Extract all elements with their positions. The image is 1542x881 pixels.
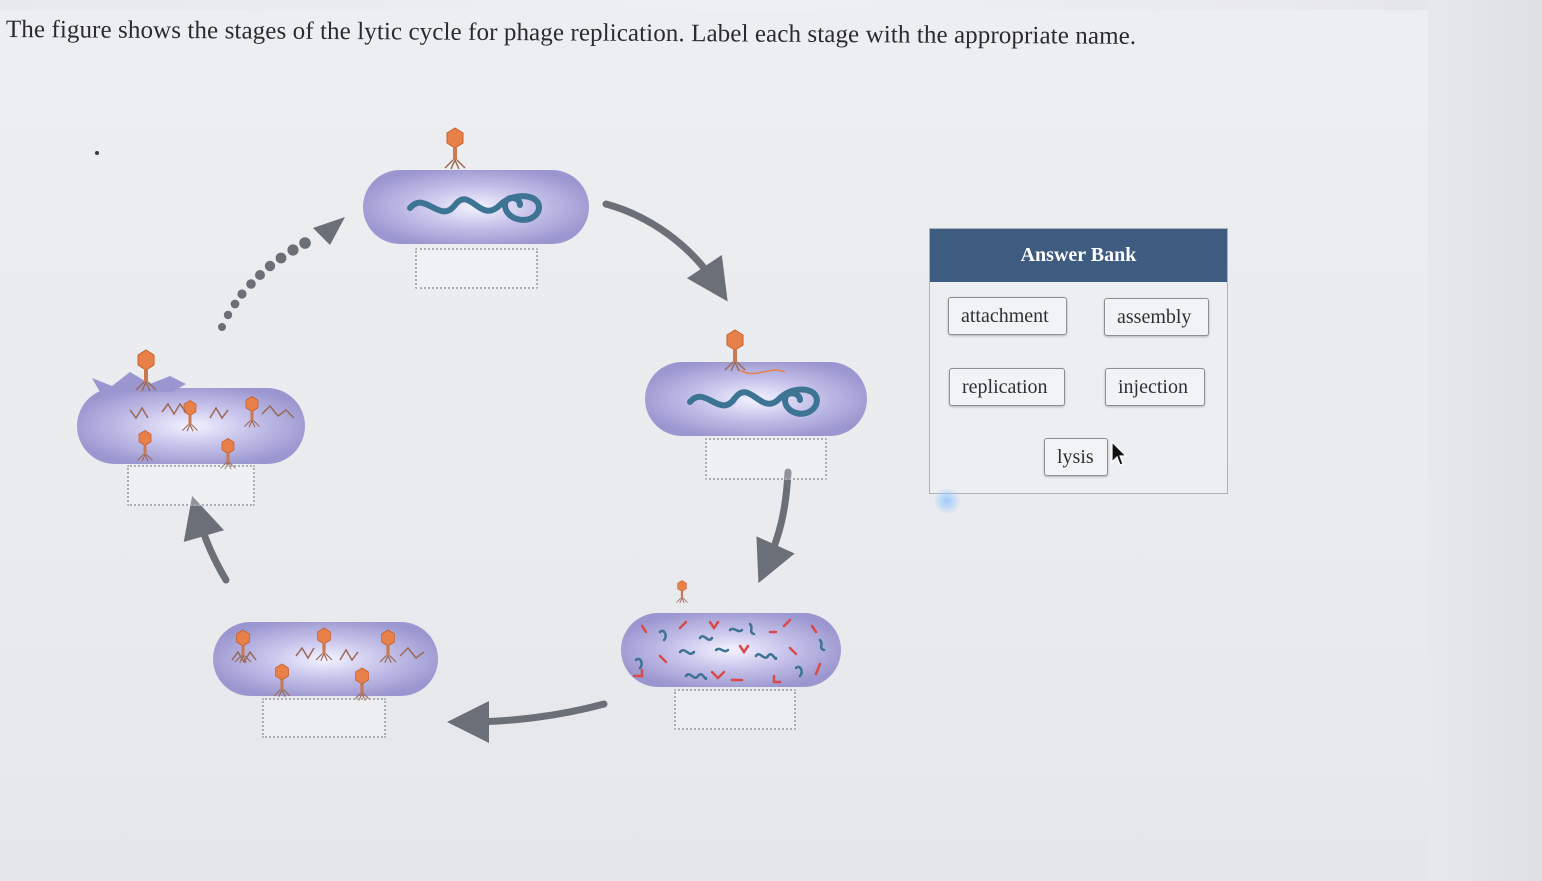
answer-bank-title: Answer Bank: [930, 229, 1227, 282]
mouse-pointer-icon: [1111, 440, 1128, 466]
chip-injection[interactable]: injection: [1105, 368, 1205, 406]
page-edge: [1428, 0, 1542, 881]
stage-2-cell: [645, 329, 867, 436]
dotted-arrow: [218, 217, 345, 331]
stage-5-cell: [77, 349, 305, 470]
drop-zone-stage-2[interactable]: [705, 438, 827, 480]
chip-lysis[interactable]: lysis: [1044, 438, 1108, 476]
lytic-cycle-figure: [77, 127, 867, 743]
stage-3-cell: [621, 580, 841, 687]
chip-attachment[interactable]: attachment: [948, 297, 1067, 335]
answer-bank: Answer Bank: [929, 228, 1228, 494]
chip-assembly[interactable]: assembly: [1104, 298, 1209, 336]
focus-glow: [934, 488, 960, 514]
stage-4-cell: [213, 622, 438, 702]
drop-zone-stage-1[interactable]: [415, 248, 538, 289]
stage-1-cell: [363, 127, 589, 244]
cycle-arrows: [183, 200, 795, 743]
drop-zone-stage-3[interactable]: [674, 689, 796, 730]
drop-zone-stage-4[interactable]: [262, 698, 386, 738]
drop-zone-stage-5[interactable]: [127, 465, 255, 506]
chip-replication[interactable]: replication: [949, 368, 1065, 406]
